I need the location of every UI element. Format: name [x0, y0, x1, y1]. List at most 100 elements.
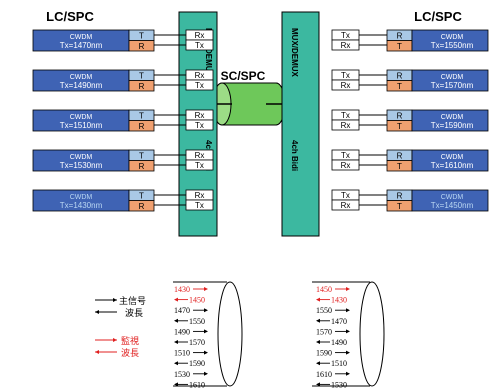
mux-port-top-label: Rx: [195, 191, 205, 200]
port-bottom-label: T: [397, 162, 402, 171]
wavelength-entry: 1510: [174, 349, 208, 358]
wavelength-entry: 1530: [174, 370, 208, 379]
legend-main-line1: 主信号: [119, 295, 146, 306]
arrow-head: [316, 340, 320, 344]
wavelength-entry: 1470: [174, 306, 208, 315]
mux-port-bottom: [185, 119, 214, 131]
arrow-head: [174, 361, 178, 366]
wavelength-value: 1590: [189, 359, 205, 368]
wavelength-value: 1610: [316, 370, 332, 379]
mux-port-top-label: Rx: [195, 151, 205, 160]
wavelength-value: 1550: [316, 306, 332, 315]
wavelength-entry: 1610: [174, 380, 205, 389]
port-bottom-label: R: [139, 42, 145, 51]
connector-left-label: LC/SPC: [46, 9, 94, 24]
module-line1: CWDM: [441, 154, 464, 161]
port-r: [128, 120, 155, 132]
wavelength-value: 1510: [174, 349, 190, 358]
arrow-head: [316, 318, 320, 323]
mux-port-bottom: [185, 159, 214, 171]
wavelength-value: 1570: [189, 338, 205, 347]
arrow-head: [346, 287, 350, 291]
wavelength-value: 1490: [331, 338, 347, 347]
wavelength-entry: 1570: [174, 338, 205, 347]
module-line2: Tx=1530nm: [60, 161, 103, 170]
module-line2: Tx=1450nm: [431, 201, 474, 210]
mux-right-bottom-label: 4ch Bidi: [290, 140, 299, 171]
wavelength-value: 1530: [174, 370, 190, 379]
port-bottom-label: R: [139, 82, 145, 91]
mux-port-bottom-label: Rx: [341, 41, 351, 50]
arrow-head: [204, 329, 208, 334]
wavelength-value: 1430: [331, 296, 347, 305]
module-line1: CWDM: [70, 114, 93, 121]
mux-port-top-label: Rx: [195, 111, 205, 120]
port-r: [128, 160, 155, 172]
mux-port-bottom-label: Rx: [341, 81, 351, 90]
wavelength-value: 1610: [189, 380, 205, 389]
mux-port-top-label: Tx: [341, 71, 350, 80]
wavelength-value: 1590: [316, 349, 332, 358]
wavelength-value: 1490: [174, 327, 190, 336]
wavelength-value: 1570: [316, 327, 332, 336]
arrow-head: [316, 361, 320, 366]
wavelength-entry: 1490: [174, 327, 208, 336]
port-top-label: T: [139, 32, 144, 41]
wavelength-value: 1510: [331, 359, 347, 368]
port-top-label: R: [397, 72, 403, 81]
arrow-head: [346, 371, 350, 376]
wavelength-entry: 1510: [316, 359, 347, 368]
wavelength-entry: 1550: [174, 317, 205, 326]
mux-port-bottom: [185, 79, 214, 91]
arrow-head: [316, 382, 320, 387]
left-modules: CWDMTx=1470nmTRRxTxCWDMTx=1490nmTRRxTxCW…: [32, 29, 214, 212]
cwdm-module: [411, 29, 489, 52]
wavelength-entry: 1590: [316, 349, 350, 358]
arrow-head: [204, 308, 208, 313]
port-top-label: R: [397, 152, 403, 161]
cwdm-module: [411, 149, 489, 172]
module-line2: Tx=1430nm: [60, 201, 103, 210]
wavelength-entry: 1450: [174, 296, 205, 305]
wavelength-value: 1450: [316, 285, 332, 294]
mux-port-top-label: Rx: [195, 71, 205, 80]
port-bottom-label: R: [139, 202, 145, 211]
connector-right-label: LC/SPC: [414, 9, 462, 24]
port-bottom-label: R: [139, 162, 145, 171]
arrow-head: [174, 297, 178, 302]
wavelength-entry: 1590: [174, 359, 205, 368]
module-line2: Tx=1550nm: [431, 41, 474, 50]
wavelength-value: 1530: [331, 380, 347, 389]
arrow-head: [174, 318, 178, 323]
port-top-label: T: [139, 192, 144, 201]
wavelength-value: 1550: [189, 317, 205, 326]
wavelength-entry: 1550: [316, 306, 350, 315]
mux-port-top-label: Tx: [341, 31, 350, 40]
mux-port-top-label: Tx: [341, 151, 350, 160]
module-line1: CWDM: [70, 194, 93, 201]
module-line2: Tx=1510nm: [60, 121, 103, 130]
legend: 主信号 波長 監視 波長: [95, 295, 146, 358]
arrow-head: [174, 340, 178, 344]
wavelength-entry: 1530: [316, 380, 347, 389]
port-top-label: R: [397, 192, 403, 201]
arrow-head: [204, 287, 208, 291]
arrow-head: [204, 350, 208, 355]
wavelength-entry: 1430: [316, 296, 347, 305]
mux-port-bottom-label: Rx: [341, 161, 351, 170]
wavelength-entry: 1470: [316, 317, 347, 326]
wavelength-value: 1470: [331, 317, 347, 326]
mux-port-bottom-label: Rx: [341, 201, 351, 210]
mux-port-bottom-label: Tx: [195, 81, 204, 90]
module-line1: CWDM: [441, 74, 464, 81]
mux-port-bottom: [185, 39, 214, 51]
arrow-head: [346, 308, 350, 313]
module-line1: CWDM: [441, 114, 464, 121]
mux-port-bottom-label: Tx: [195, 201, 204, 210]
mux-port-bottom-label: Rx: [341, 121, 351, 130]
